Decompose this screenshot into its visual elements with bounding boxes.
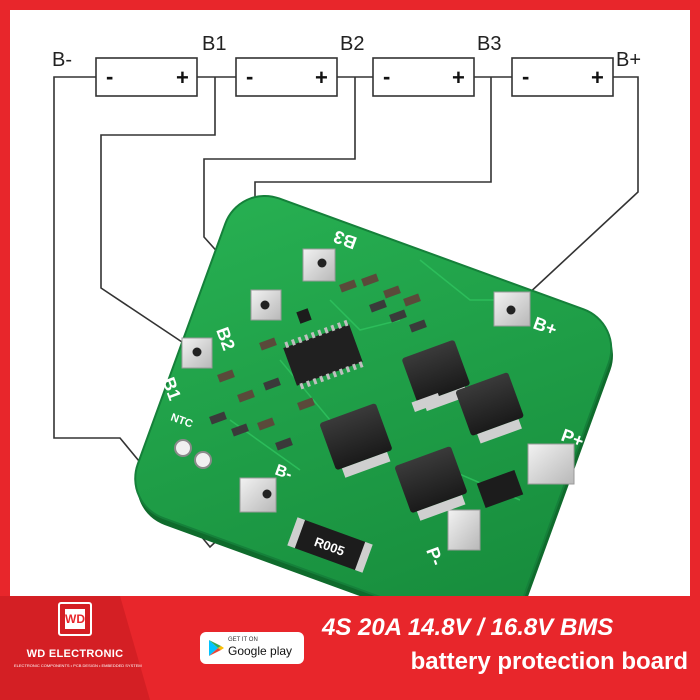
pad-b-minus-dot bbox=[262, 489, 272, 499]
play-store-icon bbox=[209, 640, 224, 656]
cell-4-minus: - bbox=[522, 64, 529, 89]
product-title-line-2: battery protection board bbox=[410, 648, 688, 675]
terminal-label-b-minus: B- bbox=[52, 49, 72, 71]
terminal-labels: B- B1 B2 B3 B+ bbox=[52, 33, 641, 71]
battery-cell-1 bbox=[95, 57, 198, 97]
pad-b2-dot bbox=[260, 300, 270, 310]
smd-components bbox=[209, 273, 524, 509]
google-play-badge[interactable]: GET IT ON Google play bbox=[200, 632, 304, 664]
brand-name: WD ELECTRONIC bbox=[26, 648, 124, 660]
shunt-resistor: R005 bbox=[287, 517, 373, 573]
pad-b3-dot bbox=[317, 258, 327, 268]
cell-4-plus: + bbox=[591, 65, 604, 90]
cell-1-minus: - bbox=[106, 64, 113, 89]
terminal-label-b2: B2 bbox=[340, 33, 364, 55]
pcb-board: R005 B3 B2 B1 B+ B- NTC P+ P- bbox=[134, 194, 613, 639]
pad-b-plus-dot bbox=[506, 305, 516, 315]
mosfets bbox=[320, 340, 524, 521]
brand-logo: WD WD ELECTRONIC ELECTRONIC COMPONENTS •… bbox=[14, 598, 142, 686]
store-badge-small-text: GET IT ON bbox=[228, 637, 258, 643]
terminal-label-b-plus: B+ bbox=[616, 49, 641, 71]
pad-p-minus bbox=[447, 509, 481, 551]
terminal-label-b3: B3 bbox=[477, 33, 501, 55]
banner-accent bbox=[0, 596, 150, 700]
chip-logo-mark: WD bbox=[65, 609, 85, 629]
silk-p-minus: P- bbox=[422, 545, 447, 569]
battery-cell-4 bbox=[511, 57, 614, 97]
ntc-hole-1 bbox=[174, 439, 192, 457]
wire-b1 bbox=[100, 77, 216, 353]
cell-2-plus: + bbox=[315, 65, 328, 90]
store-badge-main-text: Google play bbox=[228, 644, 293, 658]
cell-2-minus: - bbox=[246, 64, 253, 89]
cell-3-plus: + bbox=[452, 65, 465, 90]
product-title-line-1: 4S 20A 14.8V / 16.8V BMS bbox=[322, 614, 614, 641]
cell-polarity-labels: - + - + - + - + bbox=[106, 64, 604, 90]
terminal-label-b1: B1 bbox=[202, 33, 226, 55]
cell-3-minus: - bbox=[383, 64, 390, 89]
wire-b-plus bbox=[510, 76, 639, 311]
pad-p-plus bbox=[527, 443, 575, 485]
brand-tagline: ELECTRONIC COMPONENTS • PCB DESIGN • EMB… bbox=[14, 663, 142, 668]
protection-ic bbox=[283, 319, 364, 390]
chip-logo-icon: WD bbox=[58, 602, 92, 636]
diode-package bbox=[476, 469, 524, 509]
ntc-hole-2 bbox=[194, 451, 212, 469]
silk-b-minus: B- bbox=[273, 462, 295, 484]
pad-b1-dot bbox=[192, 347, 202, 357]
cell-1-plus: + bbox=[176, 65, 189, 90]
